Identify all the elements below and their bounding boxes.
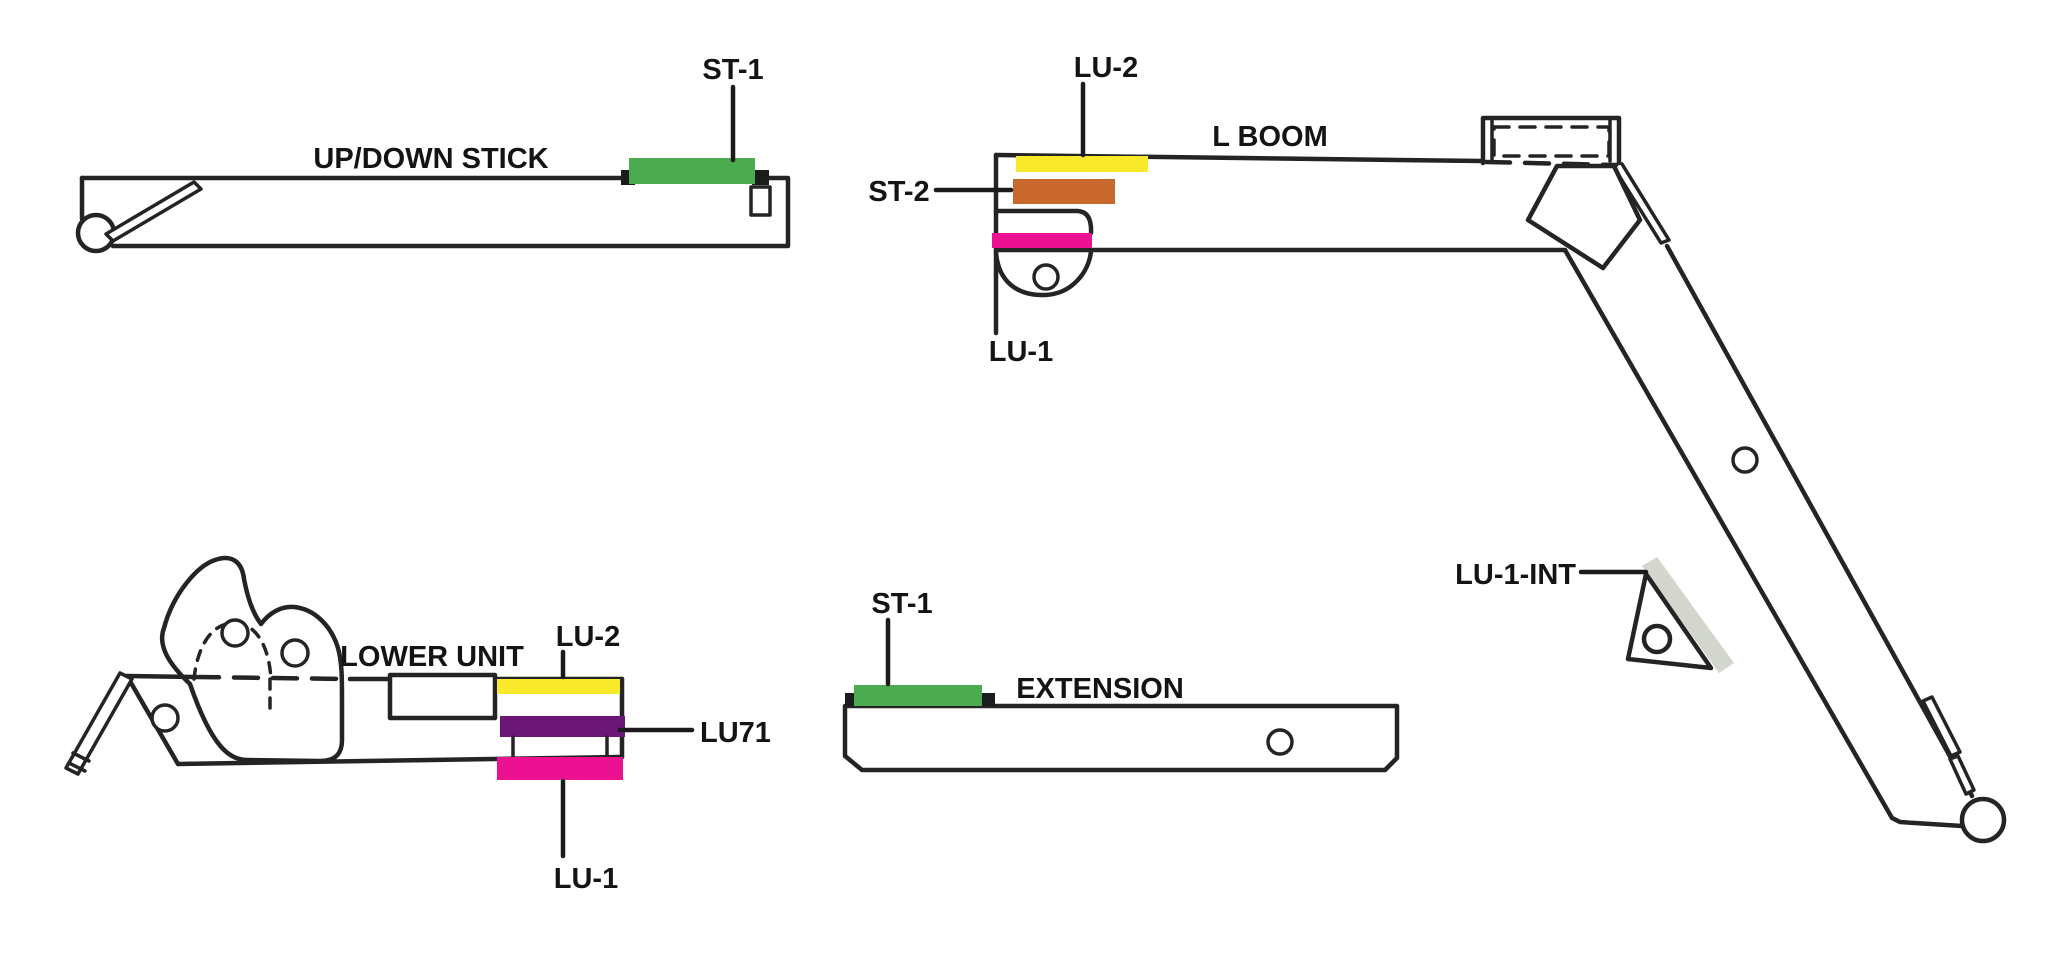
- hinge-hole-right: [280, 638, 310, 668]
- marker-lu1-pad: [497, 757, 623, 780]
- lu1-label: LU-1: [554, 863, 618, 895]
- lu71-label: LU71: [700, 717, 771, 749]
- elbow-strip: [1611, 162, 1671, 245]
- elbow-plate: [1525, 163, 1643, 271]
- boom-collar-outline: [1480, 115, 1622, 166]
- boom-pocket-outline: [993, 248, 1094, 298]
- extension-diagram: ST-1 EXTENSION: [842, 588, 1400, 773]
- marker-lu1-int-pad: [1642, 557, 1734, 673]
- marker-end-nub: [980, 693, 995, 706]
- stick-latch-block: [749, 185, 772, 217]
- marker-st1-pad: [854, 685, 982, 706]
- arm-end-circle: [1959, 796, 2007, 844]
- rod-hatch: [67, 761, 87, 773]
- stick-body-outline: [79, 175, 791, 249]
- boom-hidden-edge-dashed: [1483, 159, 1619, 168]
- arm-right-edge: [1664, 243, 1975, 799]
- marker-st1-pad: [629, 158, 755, 184]
- arm-hole: [1731, 446, 1759, 474]
- rod-hatch: [71, 751, 91, 763]
- triangle-bracket-hole: [1641, 623, 1673, 655]
- body-top-edge-left: [124, 673, 198, 680]
- boom-pocket-hole: [1032, 263, 1060, 291]
- marker-st2-pad: [1013, 179, 1115, 204]
- lu2-label: LU-2: [1074, 52, 1138, 84]
- marker-lu2-pad: [497, 679, 620, 694]
- marker-end-nub: [752, 170, 769, 185]
- st2-label: ST-2: [868, 176, 929, 208]
- boom-tab-outline: [993, 208, 1094, 236]
- arm-edge-strip-lower: [1948, 754, 1976, 796]
- marker-lu71-pad: [500, 716, 625, 737]
- st1-label: ST-1: [871, 588, 932, 620]
- up-down-stick-diagram: ST-1 UP/DOWN STICK: [75, 54, 791, 254]
- extension-title: EXTENSION: [1016, 673, 1184, 705]
- lower-unit-diagram: LOWER UNIT LU-2 LU71 LU-1: [64, 555, 771, 895]
- lower-unit-hinge-blob: [159, 555, 345, 764]
- arm-left-edge: [1562, 247, 1965, 829]
- stick-rod: [104, 180, 203, 243]
- extension-hole: [1266, 728, 1294, 756]
- marker-lu2-pad: [1016, 156, 1148, 172]
- lu2-label: LU-2: [556, 621, 620, 653]
- lower-unit-title: LOWER UNIT: [340, 641, 524, 673]
- lu1-int-bracket-diagram: LU-1-INT: [1455, 557, 1734, 673]
- extension-body-outline: [842, 703, 1400, 773]
- collar-dashed-inner: [1492, 125, 1611, 158]
- l-boom-diagram: LU-2 L BOOM ST-2 LU-1: [868, 52, 2007, 844]
- st1-label: ST-1: [702, 54, 763, 86]
- body-top-edge-dashed: [192, 674, 353, 682]
- marker-lu1-pad: [992, 233, 1092, 248]
- body-hole: [150, 703, 180, 733]
- boom-title: L BOOM: [1212, 121, 1327, 153]
- lu1-int-label: LU-1-INT: [1455, 559, 1576, 591]
- lower-unit-rod: [64, 671, 134, 776]
- arm-edge-strip-upper: [1921, 695, 1962, 758]
- lu1-label: LU-1: [989, 336, 1053, 368]
- stick-title: UP/DOWN STICK: [313, 143, 548, 175]
- hinge-hole-left: [220, 618, 250, 648]
- body-cutout: [387, 672, 498, 721]
